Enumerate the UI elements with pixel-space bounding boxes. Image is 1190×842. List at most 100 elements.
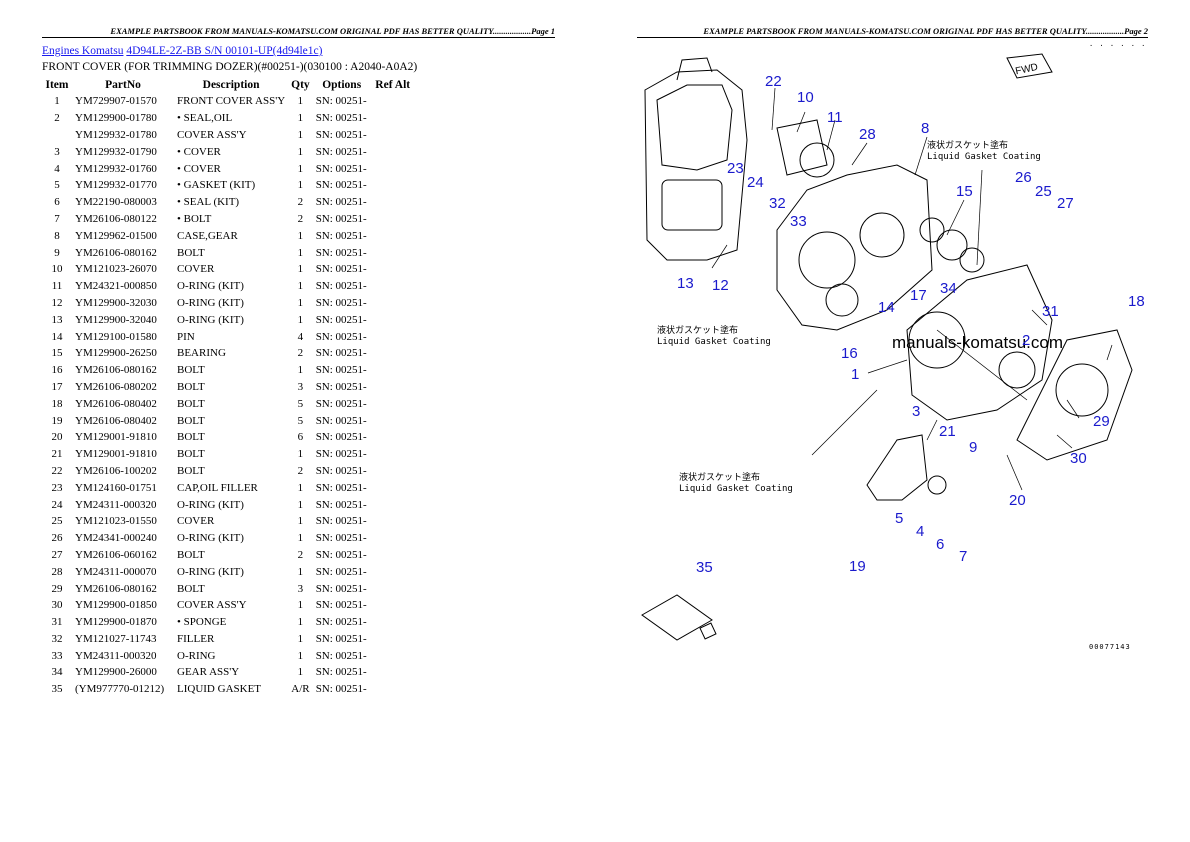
cell-item: 9	[54, 246, 60, 259]
cell-desc: BOLT	[177, 414, 205, 427]
callout-18: 18	[1128, 293, 1145, 310]
cell-ref	[371, 261, 415, 278]
callout-17: 17	[910, 287, 927, 304]
cell-desc: FRONT COVER ASS'Y	[177, 95, 286, 108]
callout-29: 29	[1093, 413, 1110, 430]
cell-partno: YM121023-01550	[75, 515, 157, 528]
cell-partno: YM26106-080162	[75, 364, 157, 377]
fwd-label: FWD	[1014, 62, 1039, 77]
cell-qty: 2	[297, 347, 304, 360]
cell-item: 24	[51, 498, 63, 511]
cell-desc: O-RING (KIT)	[177, 280, 244, 293]
cell-item: 27	[51, 548, 63, 561]
cell-qty: 5	[297, 414, 304, 427]
cell-desc: O-RING	[177, 649, 216, 662]
callout-30: 30	[1070, 450, 1087, 467]
fwd-arrow: FWD	[1006, 53, 1053, 79]
cell-item: 10	[51, 263, 63, 276]
cell-opt: SN: 00251-	[315, 632, 367, 645]
cell-desc: BEARING	[177, 347, 226, 360]
callout-10: 10	[797, 89, 814, 106]
breadcrumb: Engines Komatsu 4D94LE-2Z-BB S/N 00101-U…	[42, 45, 322, 57]
cell-qty: 2	[297, 196, 304, 209]
cell-ref	[371, 345, 415, 362]
jp-coating-label-3: 液状ガスケット塗布	[679, 471, 760, 483]
cell-opt: SN: 00251-	[315, 162, 367, 175]
cell-item: 16	[51, 364, 63, 377]
cell-qty: 1	[297, 599, 304, 612]
callout-7: 7	[959, 548, 967, 565]
en-coating-label-1: Liquid Gasket Coating	[927, 152, 1041, 162]
cell-partno: YM124160-01751	[75, 481, 157, 494]
callout-34: 34	[940, 280, 957, 297]
cell-opt: SN: 00251-	[315, 112, 367, 125]
callout-16: 16	[841, 345, 858, 362]
cell-item: 18	[51, 397, 63, 410]
cell-partno: YM24311-000320	[75, 498, 157, 511]
cell-opt: SN: 00251-	[315, 582, 367, 595]
engines-komatsu-link[interactable]: Engines Komatsu	[42, 45, 124, 57]
cell-ref	[371, 547, 415, 564]
callout-26: 26	[1015, 169, 1032, 186]
cell-ref	[371, 530, 415, 547]
cell-item: 34	[51, 666, 63, 679]
cell-ref	[371, 295, 415, 312]
cell-qty: 1	[297, 481, 304, 494]
cell-desc: BOLT	[177, 431, 205, 444]
cell-qty: 1	[297, 112, 304, 125]
drawing-number: 00077143	[1089, 643, 1131, 651]
callout-2: 2	[1022, 332, 1030, 349]
cell-ref	[371, 127, 415, 144]
cell-opt: SN: 00251-	[315, 548, 367, 561]
cell-ref	[371, 412, 415, 429]
model-link[interactable]: 4D94LE-2Z-BB S/N 00101-UP(4d94le1c)	[126, 45, 323, 57]
callout-20: 20	[1009, 492, 1026, 509]
cell-ref	[371, 177, 415, 194]
front-cover-drawing	[906, 264, 1053, 421]
cell-qty: 1	[297, 95, 304, 108]
cell-item: 33	[51, 649, 63, 662]
cell-opt: SN: 00251-	[315, 481, 367, 494]
cell-opt: SN: 00251-	[315, 666, 367, 679]
cell-opt: SN: 00251-	[315, 330, 367, 343]
cell-item: 11	[51, 280, 63, 293]
cell-qty: 1	[297, 649, 304, 662]
cell-desc: BOLT	[177, 582, 205, 595]
callout-35: 35	[696, 559, 713, 576]
cell-item: 25	[51, 515, 63, 528]
callout-5: 5	[895, 510, 903, 527]
cell-partno: YM26106-080402	[75, 414, 157, 427]
callout-23: 23	[727, 160, 744, 177]
cell-item: 1	[54, 95, 60, 108]
cell-ref	[371, 496, 415, 513]
cell-opt: SN: 00251-	[315, 364, 367, 377]
cell-ref	[371, 681, 415, 698]
cell-ref	[371, 278, 415, 295]
cell-desc: COVER	[177, 263, 215, 276]
cell-item: 3	[54, 145, 60, 158]
cell-qty: 1	[297, 532, 304, 545]
cell-desc: CASE,GEAR	[177, 229, 238, 242]
cell-item: 19	[51, 414, 63, 427]
cell-partno: YM729907-01570	[75, 95, 157, 108]
cell-qty: 1	[297, 263, 304, 276]
cell-partno: YM129932-01770	[75, 179, 157, 192]
cell-qty: 1	[297, 616, 304, 629]
callout-28: 28	[859, 126, 876, 143]
page-header-right: EXAMPLE PARTSBOOK FROM MANUALS-KOMATSU.C…	[637, 26, 1148, 38]
cell-opt: SN: 00251-	[315, 464, 367, 477]
page-header-left: EXAMPLE PARTSBOOK FROM MANUALS-KOMATSU.C…	[42, 26, 555, 38]
